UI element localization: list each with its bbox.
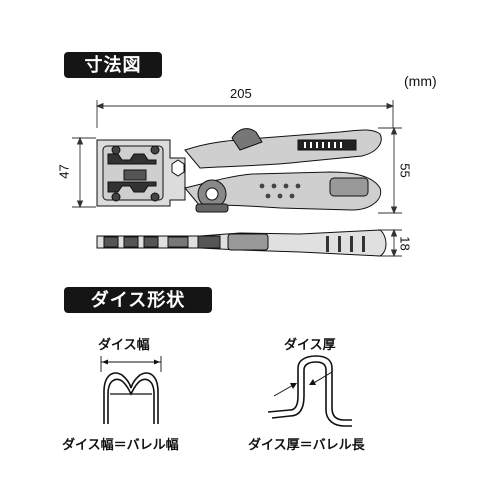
length-dimension-label: 205 [230,86,252,101]
die-width-label: ダイス幅 [98,337,150,352]
unit-label: (mm) [404,73,437,89]
die-thickness-diagram [267,355,352,427]
die-width-caption: ダイス幅＝バレル幅 [62,437,179,452]
die-width-diagram [100,356,162,424]
right-height-dimension-label: 55 [397,163,413,178]
crimper-tool-top-view [96,229,387,257]
die-shape-section-title: ダイス形状 [64,287,212,313]
left-height-dimension-label: 47 [56,164,72,179]
die-thickness-label: ダイス厚 [284,337,336,352]
die-thickness-caption: ダイス厚＝バレル長 [248,437,365,452]
dimension-section-title: 寸法図 [64,52,162,78]
dimension-lines [72,100,402,258]
crimper-tool-side-view [96,128,382,213]
thickness-dimension-label: 18 [397,236,413,251]
